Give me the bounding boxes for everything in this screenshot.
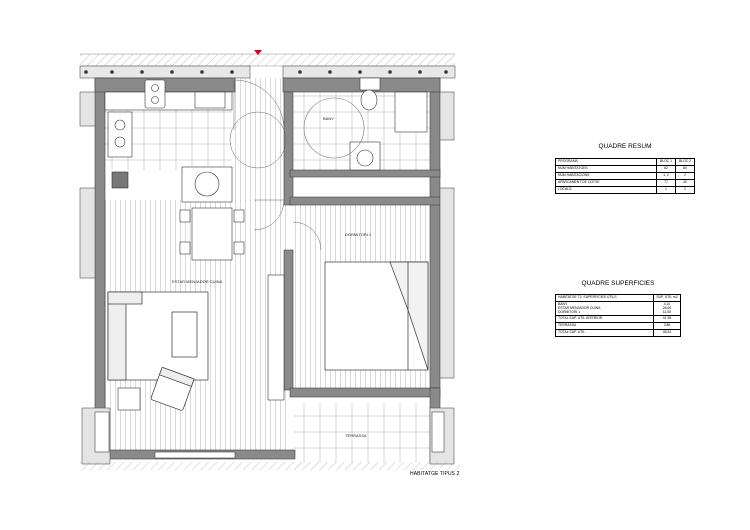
table-row: NUM HABITATGES 62 60: [555, 165, 695, 173]
table-cell: TOTAL SUP. ÚTIL: [555, 328, 654, 337]
sofa: [107, 291, 209, 381]
table-cell: BLOC 2: [675, 158, 695, 166]
table-cell: NUM HABITATGES: [555, 165, 657, 173]
table-cell: BLOC 1: [656, 158, 676, 166]
room-name: DORMITORI 1: [558, 310, 581, 315]
resum-table: PROGRAMA BLOC 1 BLOC 2 NUM HABITATGES 62…: [555, 158, 695, 194]
table-cell: NUM HABITACIONS: [555, 172, 657, 180]
table-cell: 4,10 26,60 11,50: [653, 301, 681, 316]
plan-title: HABITATGE TIPUS 2: [410, 471, 460, 477]
table-cell: 2: [675, 186, 695, 194]
facade-hatch-bottom: [80, 451, 460, 470]
corridor-floor: [232, 78, 284, 202]
room-value: 4,10: [663, 302, 671, 306]
table-cell: 77: [656, 179, 676, 187]
table-cell: 45,81: [653, 328, 681, 337]
room-label-estar: ESTAR MENJADOR CUINA: [172, 279, 222, 284]
room-value: 11,50: [662, 310, 672, 315]
table-cell: 41,95: [653, 314, 681, 323]
armchair: [150, 366, 195, 411]
table-cell: 1: [656, 186, 676, 194]
bath-fixtures: [303, 77, 428, 171]
terrace-fixtures: [94, 411, 445, 453]
table-cell: 3,86: [653, 321, 681, 330]
facade-hatch-top: [80, 53, 455, 67]
table-cell: HABITATGE T2: SUPERFICIES ÚTILS: [555, 294, 654, 302]
table-cell: APARCAMENT DE COTXE: [555, 179, 657, 187]
table-row: TOTAL SUP. ÚTIL 45,81: [555, 328, 681, 337]
table-cell: SUP. ÚTIL m2: [653, 294, 681, 302]
table-cell: 1, 2: [656, 172, 676, 180]
dining-table: [179, 207, 245, 261]
door-swings: [229, 79, 322, 251]
superficies-table: HABITATGE T2: SUPERFICIES ÚTILS SUP. ÚTI…: [555, 294, 681, 337]
table-row: APARCAMENT DE COTXE 77 40: [555, 179, 695, 187]
table-cell: TERRASSA: [555, 321, 654, 330]
table-row: PROGRAMA BLOC 1 BLOC 2: [555, 158, 695, 166]
table-row: TERRASSA 3,86: [555, 321, 681, 330]
side-table: [117, 387, 141, 411]
superficies-title: QUADRE SUPERFICIES: [581, 280, 655, 287]
room-label-dormitori: DORMITORI 1: [345, 232, 372, 237]
room-label-terrassa: TERRASSA: [345, 433, 367, 438]
table-row: TOTAL SUP. ÚTIL INTERIOR 41,95: [555, 314, 681, 323]
table-row: HABITATGE T2: SUPERFICIES ÚTILS SUP. ÚTI…: [555, 294, 681, 302]
table-cell: 60: [675, 165, 695, 173]
table-cell: 40: [675, 179, 695, 187]
resum-title: QUADRE RESUM: [598, 143, 652, 150]
table-cell: LOCALS: [555, 186, 657, 194]
double-bed: [324, 261, 429, 371]
table-cell: TOTAL SUP. ÚTIL INTERIOR: [555, 314, 654, 323]
room-name: BANY: [558, 302, 568, 306]
north-marker: [254, 50, 262, 55]
room-label-bany: BANY: [323, 116, 334, 121]
room-name: ESTAR MENJADOR CUINA: [558, 306, 601, 311]
terrace-floor: [293, 403, 430, 463]
table-cell: 2: [675, 172, 695, 180]
planter-top: [79, 65, 456, 79]
table-cell: BANY ESTAR MENJADOR CUINA DORMITORI 1: [555, 301, 654, 316]
kitchen-fixtures: [104, 79, 233, 203]
counter-strip: [267, 274, 285, 401]
table-cell: 62: [656, 165, 676, 173]
table-row: LOCALS 1 2: [555, 186, 695, 194]
table-row: BANY ESTAR MENJADOR CUINA DORMITORI 1 4,…: [555, 301, 681, 316]
table-row: NUM HABITACIONS 1, 2 2: [555, 172, 695, 180]
room-value: 26,60: [662, 306, 672, 311]
table-cell: PROGRAMA: [555, 158, 657, 166]
